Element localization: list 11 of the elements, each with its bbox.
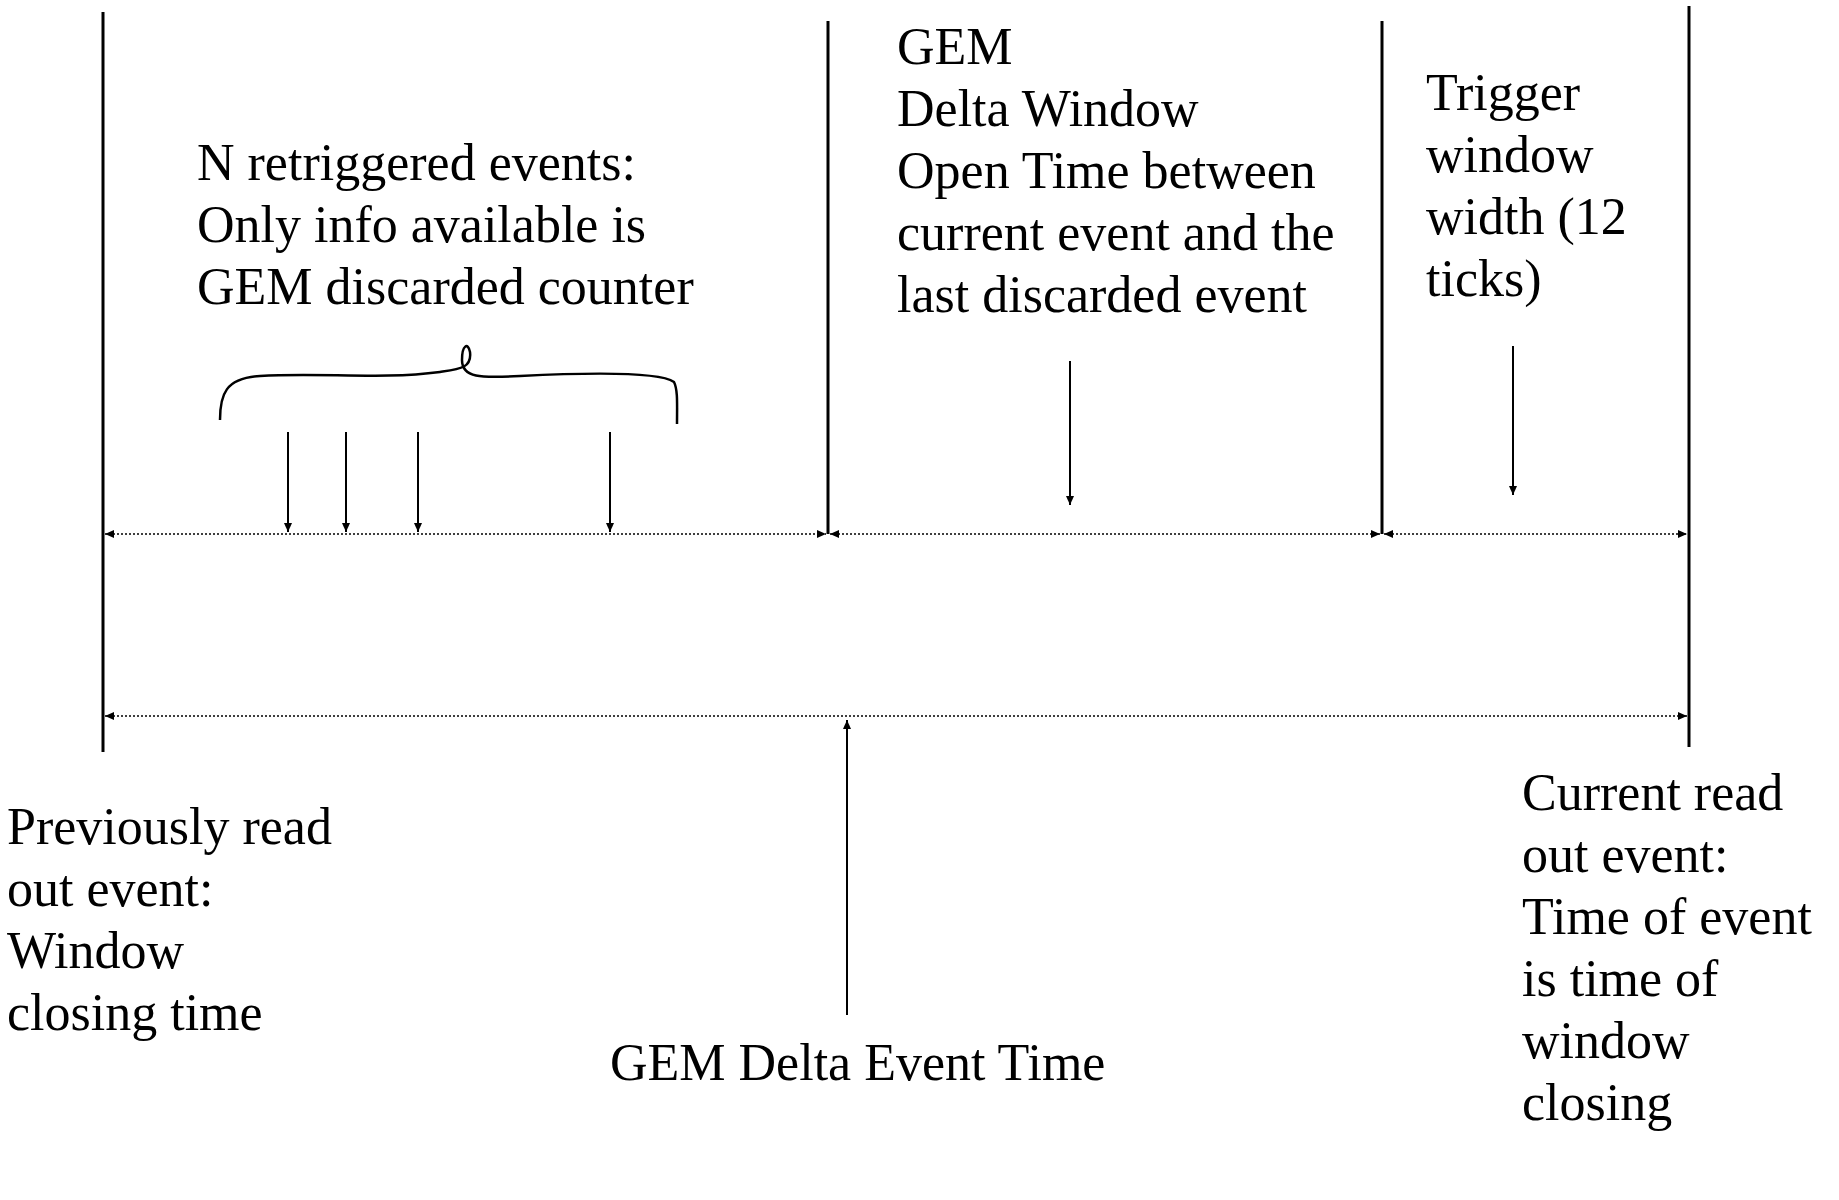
annotation-text: Current read out event: Time of event is time of window closing (1522, 763, 1813, 1133)
annotation-text: Previously read out event: Window closing time (7, 797, 333, 1043)
annotation-text: GEM Delta Event Time (610, 1033, 1107, 1093)
annotation-text: Open Time between current event and the last discarded event (897, 141, 1336, 325)
arrow (843, 719, 851, 1016)
annotation-text: Delta Window (897, 79, 1200, 139)
arrow (1509, 345, 1517, 496)
annotation-text: GEM (897, 17, 1014, 77)
arrow (1066, 360, 1074, 506)
annotation-text: N retriggered events: Only info available is GEM discarded counter (197, 133, 695, 317)
annotation-text: Trigger window width (12 ticks) (1426, 63, 1628, 309)
